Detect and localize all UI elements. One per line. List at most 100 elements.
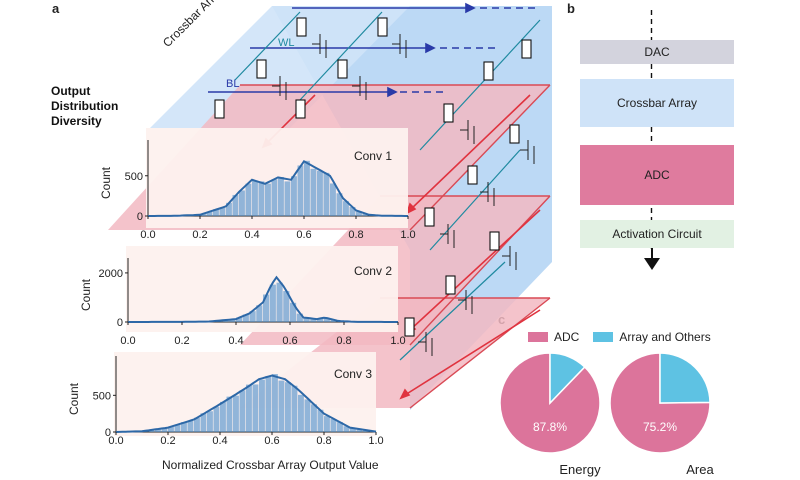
dac-block: DAC xyxy=(580,40,734,64)
hist-bar xyxy=(304,399,311,432)
hist-bar xyxy=(226,202,232,216)
x-tick-label: 1.0 xyxy=(390,335,405,347)
hist-bar xyxy=(343,426,350,432)
y-tick-label: 500 xyxy=(93,390,111,402)
panel-label-b: b xyxy=(567,1,575,16)
hist-bar xyxy=(174,424,181,432)
diversity-label: Output Distribution Diversity xyxy=(51,84,118,129)
panel-label-a: a xyxy=(52,1,60,16)
hist-bar xyxy=(297,165,304,216)
hist-bar xyxy=(291,176,297,216)
hist-bar xyxy=(349,206,356,216)
hist-bar xyxy=(213,209,219,216)
hist-bar xyxy=(330,419,337,432)
x-tick-label: 0.4 xyxy=(228,335,243,347)
legend: ADC Array and Others xyxy=(528,330,711,344)
hist-bar xyxy=(271,179,278,216)
hist-bar xyxy=(310,318,317,322)
wl-label: WL xyxy=(278,37,295,49)
hist-bar xyxy=(246,384,252,432)
y-axis-label: Count xyxy=(99,166,113,199)
hist-bar xyxy=(350,428,356,432)
hist-bar xyxy=(252,384,259,432)
hist-bar xyxy=(232,194,239,216)
hist-bar xyxy=(304,160,310,216)
hist-bar xyxy=(245,183,252,216)
hist-bar xyxy=(222,320,229,322)
hist-bar xyxy=(155,428,161,432)
y-tick-label: 0 xyxy=(137,211,143,223)
hist-bar xyxy=(181,422,187,432)
chart-title: Conv 1 xyxy=(354,149,392,163)
x-tick-label: 0.4 xyxy=(244,229,259,241)
y-axis-label: Count xyxy=(79,278,93,311)
hist-bar xyxy=(317,318,324,322)
hist-bar xyxy=(276,282,283,322)
legend-swatch-adc xyxy=(528,332,548,342)
hist-bar xyxy=(298,394,304,432)
pie-slice xyxy=(609,352,711,454)
x-tick-label: 0.2 xyxy=(160,435,175,447)
hist-bar xyxy=(242,314,249,322)
kde-line xyxy=(148,159,408,217)
x-tick-label: 0.2 xyxy=(174,335,189,347)
pie-slice xyxy=(659,352,711,404)
hist-bar xyxy=(252,180,258,216)
hist-bar xyxy=(323,318,330,322)
hist-bar xyxy=(207,411,213,432)
adc-block: ADC xyxy=(580,145,734,205)
hist-bar xyxy=(256,305,263,322)
hist-bar xyxy=(258,181,265,216)
hist-bar xyxy=(323,172,330,216)
hist-bar xyxy=(290,302,297,322)
x-tick-label: 0.6 xyxy=(282,335,297,347)
hist-bar xyxy=(303,317,310,322)
hist-bar xyxy=(168,426,174,432)
x-tick-label: 0.4 xyxy=(212,435,227,447)
x-tick-label: 0.6 xyxy=(264,435,279,447)
hist-bar xyxy=(263,294,270,322)
diversity-label-line: Distribution xyxy=(51,99,119,113)
activation-circuit-block: Activation Circuit xyxy=(580,220,734,248)
x-tick-label: 0.8 xyxy=(348,229,363,241)
legend-label-array: Array and Others xyxy=(619,330,711,344)
kde-line xyxy=(128,275,398,323)
hist-bar xyxy=(200,213,206,216)
hist-bar xyxy=(265,375,272,432)
hist-bar xyxy=(278,176,284,216)
diversity-label-line: Diversity xyxy=(51,114,102,128)
hist-bar xyxy=(161,428,168,432)
hist-bar xyxy=(269,284,276,322)
hist-bar xyxy=(219,207,226,216)
legend-swatch-array xyxy=(593,332,614,342)
hist-bar xyxy=(283,291,290,322)
y-tick-label: 0 xyxy=(105,427,111,439)
hist-bar xyxy=(310,168,317,216)
x-tick-label: 0.2 xyxy=(192,229,207,241)
hist-bar xyxy=(330,183,336,216)
pie-value-label: 87.8% xyxy=(533,420,567,434)
hist-bar xyxy=(265,183,271,216)
area-pie: 75.2% xyxy=(609,352,711,454)
legend-label-adc: ADC xyxy=(554,330,580,344)
diversity-label-line: Output xyxy=(51,84,91,98)
pie-slice xyxy=(549,352,586,405)
energy-pie: 87.8% xyxy=(499,352,601,454)
chart-title: Conv 2 xyxy=(354,264,392,278)
down-arrow-icon xyxy=(644,248,660,270)
y-axis-label: Count xyxy=(67,382,81,415)
hist-bar xyxy=(187,421,194,432)
hist-bar xyxy=(362,213,369,216)
hist-bar xyxy=(317,170,323,216)
x-tick-label: 0.8 xyxy=(336,335,351,347)
hist-bar xyxy=(278,380,285,432)
x-tick-label: 0.0 xyxy=(120,335,135,347)
hist-bar xyxy=(291,385,298,432)
x-axis-label: Normalized Crossbar Array Output Value xyxy=(162,458,379,472)
y-tick-label: 2000 xyxy=(99,268,123,280)
hist-bar xyxy=(296,313,303,322)
hist-bar xyxy=(229,319,236,322)
bl-label: BL xyxy=(226,78,240,90)
